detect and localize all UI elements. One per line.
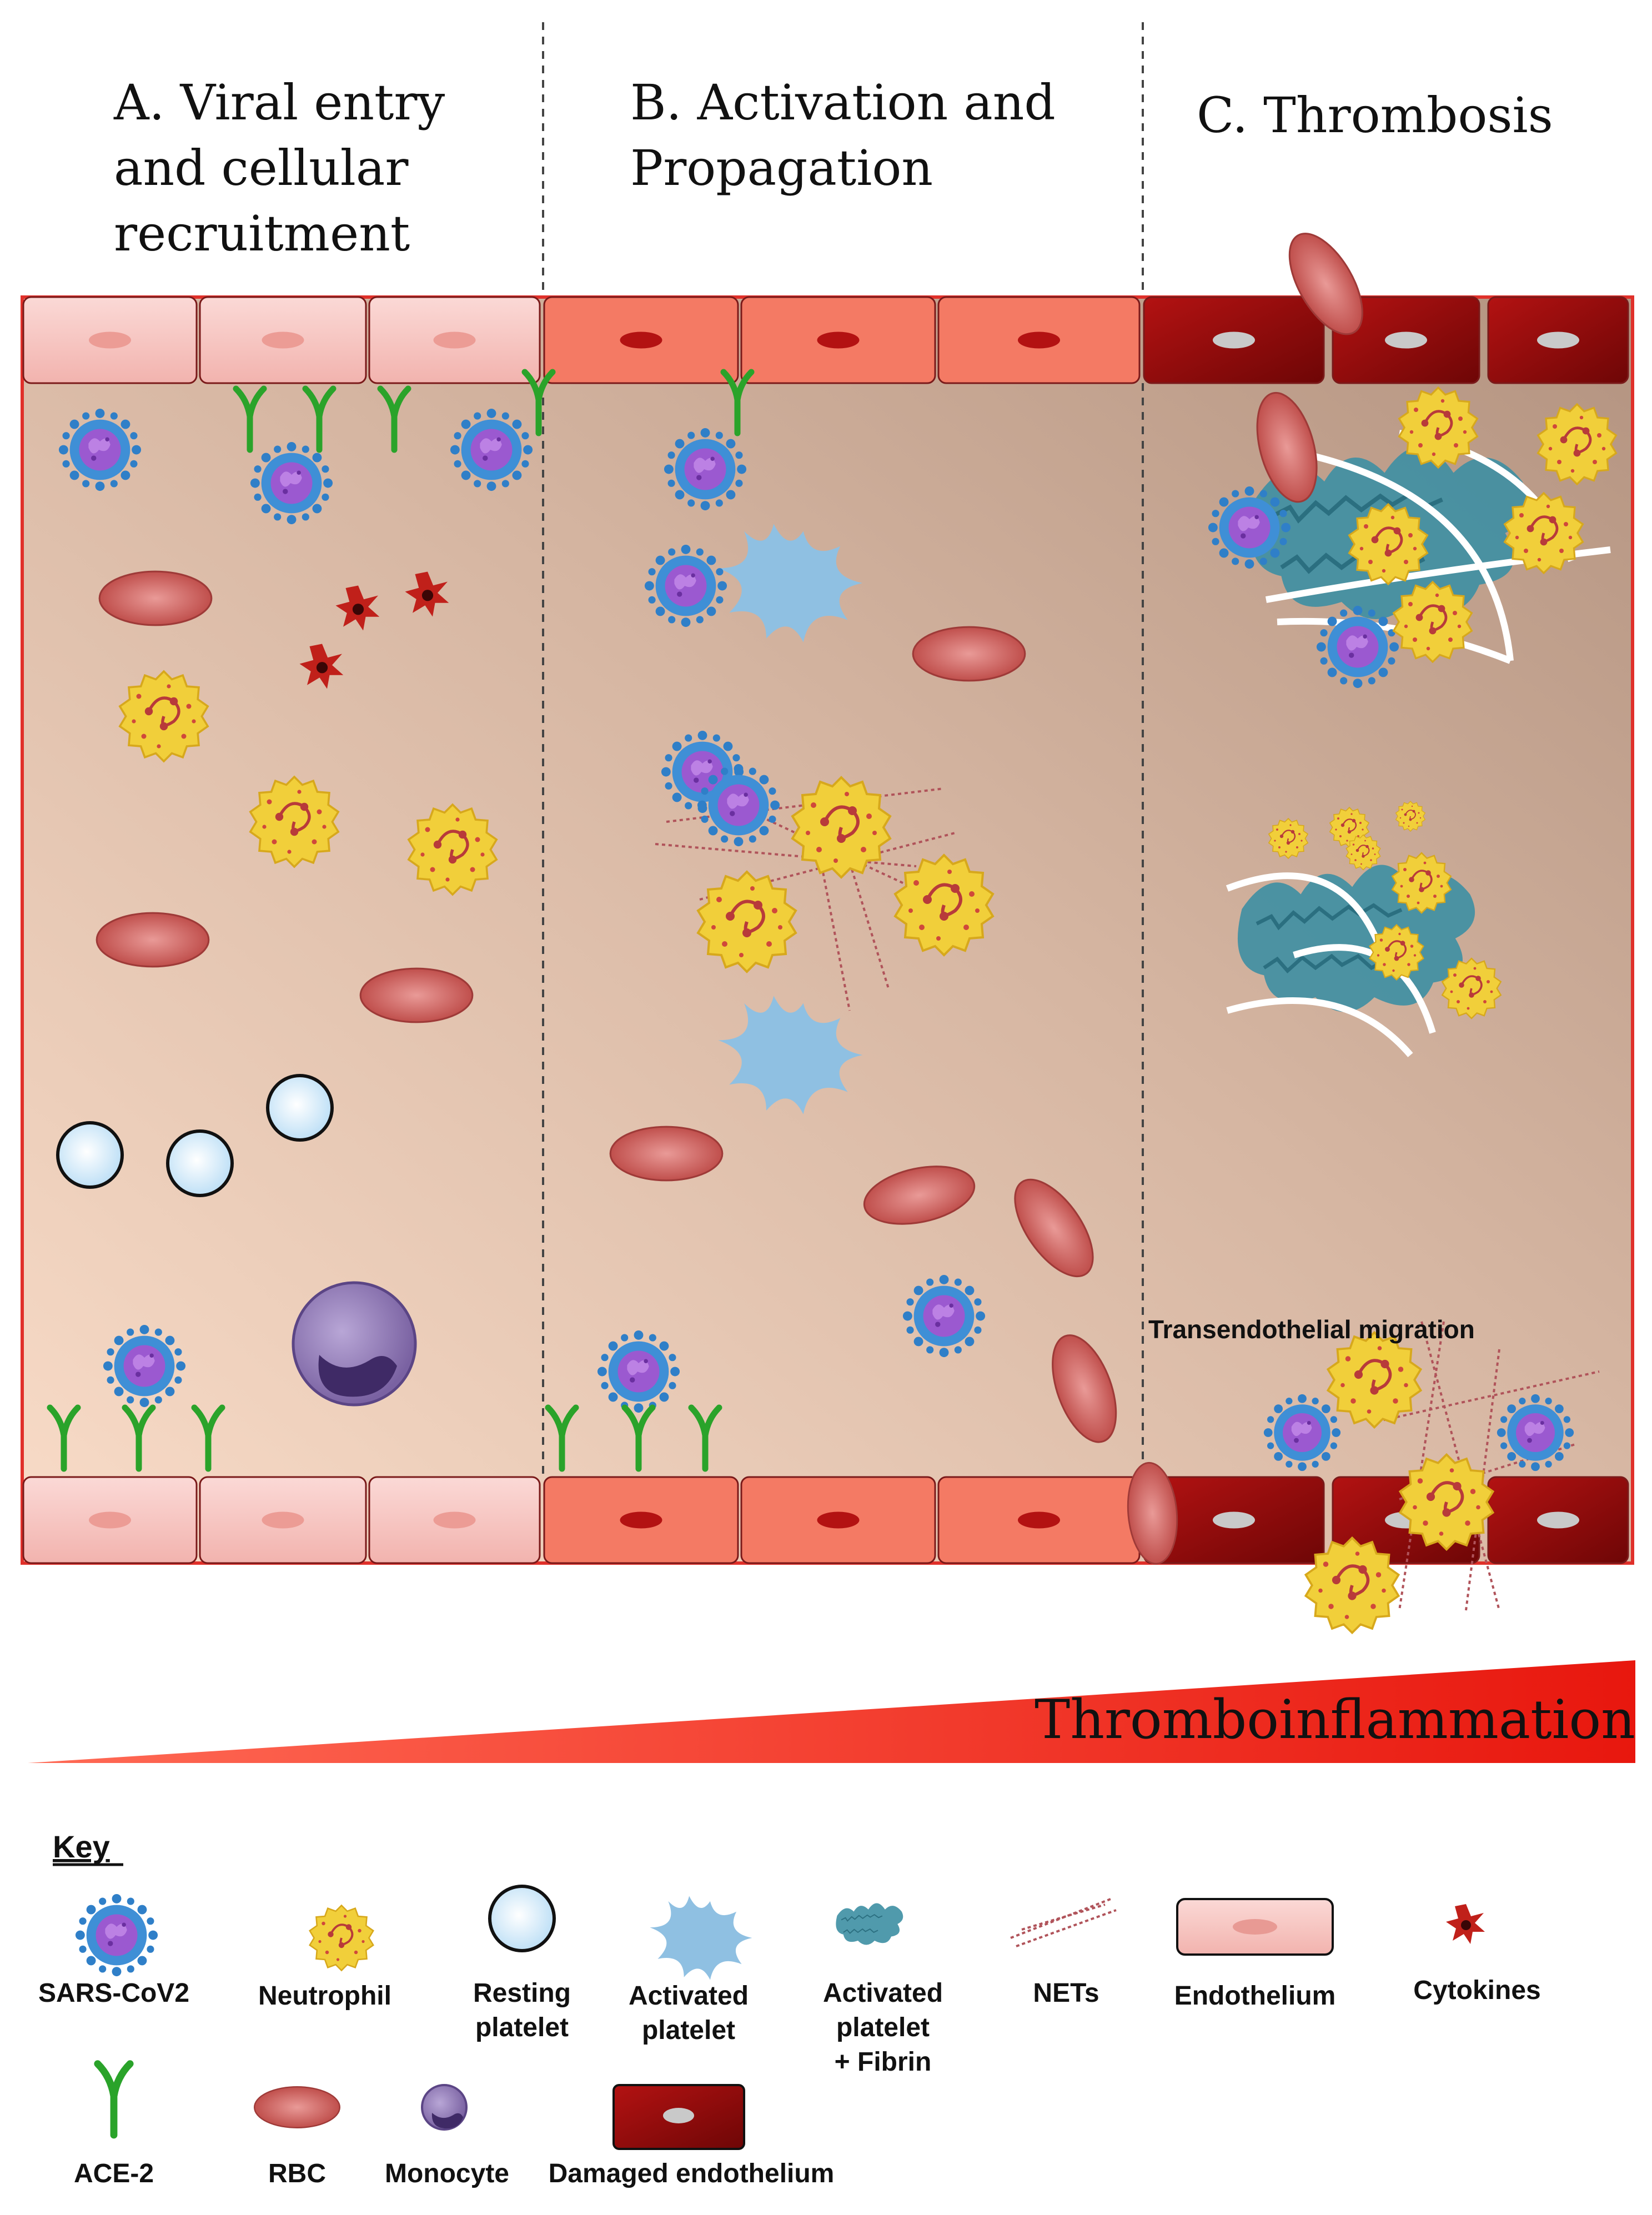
virus-icon <box>450 408 533 491</box>
cell-nucleus <box>1385 332 1427 349</box>
virus-icon <box>697 764 780 847</box>
key-label-endothelium: Endothelium <box>1174 1981 1336 2011</box>
cell-nucleus <box>1537 1511 1579 1529</box>
cell-nucleus <box>1213 332 1255 349</box>
key-label-resting-platelet: Resting <box>473 1978 571 2008</box>
resting-platelet-icon <box>166 1129 234 1197</box>
panel-title-line: B. Activation and <box>630 74 1056 131</box>
key-label-resting-platelet: platelet <box>475 2013 569 2042</box>
key-label-activated-platelet: platelet <box>642 2016 735 2045</box>
panel-c-contents: Transendothelial migration <box>1148 221 1616 1633</box>
activated-platelet-icon <box>650 1896 752 1980</box>
virus-icon <box>75 1893 158 1977</box>
cell-nucleus <box>817 1511 860 1529</box>
cytokine-icon <box>1446 1904 1485 1944</box>
legend-key: Key SARS-CoV2 Neutrophil Resting platelet Ac… <box>38 1829 1541 2188</box>
key-label-virus: SARS-CoV2 <box>38 1978 189 2008</box>
endothelial-layers <box>22 296 1629 1564</box>
nets-icon <box>655 782 956 1011</box>
panel-b-contents <box>548 372 1130 1469</box>
key-label-platelet-fibrin: + Fibrin <box>835 2047 932 2077</box>
key-label-damaged-endothelium: Damaged endothelium <box>549 2159 835 2188</box>
key-labels: SARS-CoV2 Neutrophil Resting platelet Activa… <box>38 1976 1541 2188</box>
cell-nucleus <box>1018 332 1060 349</box>
rbc-icon <box>359 967 474 1023</box>
gradient-triangle <box>28 1660 1635 1763</box>
virus-icon <box>597 1330 680 1413</box>
key-label-rbc: RBC <box>268 2159 326 2188</box>
key-label-cytokine: Cytokines <box>1413 1976 1540 2005</box>
key-label-activated-platelet: Activated <box>629 1981 749 2011</box>
virus-icon <box>1208 486 1291 569</box>
panel-title-line: Propagation <box>630 139 933 197</box>
key-label-monocyte: Monocyte <box>385 2159 509 2188</box>
cell-nucleus <box>433 332 476 349</box>
rbc-icon <box>98 570 213 626</box>
key-label-platelet-fibrin: Activated <box>823 1978 943 2008</box>
panel-title-line: recruitment <box>114 205 410 262</box>
rbc-icon <box>254 2086 340 2129</box>
key-label-neutrophil: Neutrophil <box>258 1981 391 2011</box>
panel-title-line: C. Thrombosis <box>1197 87 1553 144</box>
virus-icon <box>1263 1394 1341 1471</box>
key-label-ace2-receptor: ACE-2 <box>74 2159 154 2188</box>
cell-nucleus <box>1213 1511 1255 1529</box>
virus-icon <box>1497 1394 1574 1471</box>
key-label-nets: NETs <box>1033 1978 1099 2008</box>
cell-nucleus <box>620 332 662 349</box>
panel-title-line: and cellular <box>114 139 409 197</box>
panel-titles: A. Viral entry and cellular recruitment B. … <box>113 74 1553 262</box>
cell-nucleus <box>262 1511 304 1529</box>
virus-icon <box>664 428 747 511</box>
rbc-icon <box>912 626 1026 682</box>
ace2-receptor-icon <box>98 2064 130 2135</box>
cell-nucleus <box>89 1511 131 1529</box>
resting-platelet-icon <box>56 1121 124 1189</box>
virus-icon <box>644 544 727 627</box>
cell-nucleus <box>620 1511 662 1529</box>
thromboinflammation-gradient: Thromboinflammation <box>28 1660 1635 1763</box>
neutrophil-icon <box>308 1904 375 1972</box>
virus-icon <box>58 408 142 491</box>
cell-nucleus <box>89 332 131 349</box>
cell-nucleus <box>1537 332 1579 349</box>
virus-icon <box>1316 605 1399 689</box>
platelet-fibrin-icon <box>835 1902 904 1946</box>
cell-nucleus <box>433 1511 476 1529</box>
resting-platelet-icon <box>488 1885 556 1952</box>
rbc-icon <box>96 912 210 968</box>
monocyte-icon <box>421 2084 468 2131</box>
key-heading: Key <box>53 1829 110 1864</box>
cell-nucleus <box>262 332 304 349</box>
transendothelial-migration-label: Transendothelial migration <box>1148 1315 1475 1344</box>
key-label-platelet-fibrin: platelet <box>836 2013 930 2042</box>
virus-icon <box>902 1274 986 1358</box>
resting-platelet-icon <box>266 1074 334 1142</box>
rbc-icon <box>609 1126 724 1182</box>
panel-title-line: A. Viral entry <box>113 74 445 131</box>
virus-icon <box>250 441 333 525</box>
endothelium-nucleus <box>1233 1919 1277 1935</box>
cell-nucleus <box>817 332 860 349</box>
nets-icon <box>1010 1898 1117 1947</box>
panel-a-contents <box>50 372 553 1469</box>
gradient-label: Thromboinflammation <box>1035 1689 1635 1751</box>
cell-nucleus <box>1018 1511 1060 1529</box>
monocyte-icon <box>292 1281 417 1407</box>
virus-icon <box>103 1324 186 1408</box>
